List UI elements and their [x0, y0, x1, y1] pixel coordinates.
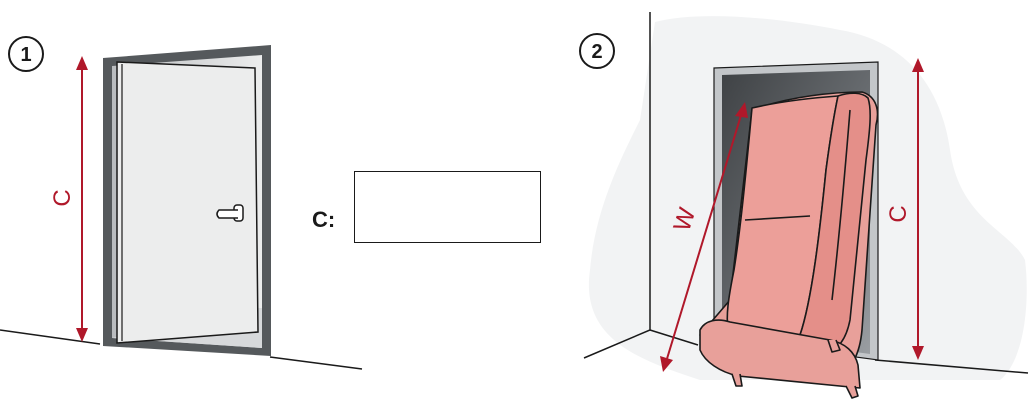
panel-1-door: 1 C — [0, 36, 363, 370]
door-slab — [116, 61, 259, 344]
sofa-leg-right — [845, 385, 859, 399]
step-1-badge: 1 — [8, 36, 44, 72]
height-label-1: C — [49, 189, 76, 206]
sofa-cushion-line — [744, 215, 811, 221]
sofa-illustration — [699, 91, 879, 399]
sofa-leg-left — [731, 373, 743, 387]
step-2-circle — [579, 33, 615, 69]
step-1-number: 1 — [20, 44, 31, 66]
step-2-number: 2 — [591, 41, 602, 63]
sofa-armrest-edge — [831, 109, 851, 301]
measurement-input-field[interactable] — [354, 171, 541, 243]
sofa-leg-mid — [827, 339, 841, 353]
panel-2-sofa: 2 — [579, 12, 1029, 399]
floor-line-left — [0, 329, 101, 345]
measurement-label: C: — [312, 207, 335, 232]
height-arrow-1 — [76, 56, 88, 342]
width-arrow — [660, 102, 748, 372]
step-1-circle — [8, 36, 44, 72]
measurement-input-group: C: — [312, 207, 335, 232]
door-handle-icon — [216, 204, 244, 222]
step-2-badge: 2 — [579, 33, 615, 69]
height-label-2: C — [885, 205, 912, 222]
floor-line-right — [269, 356, 363, 370]
sofa-base — [699, 319, 861, 389]
floor-line-3 — [874, 359, 1029, 374]
height-arrow-2 — [912, 58, 924, 360]
